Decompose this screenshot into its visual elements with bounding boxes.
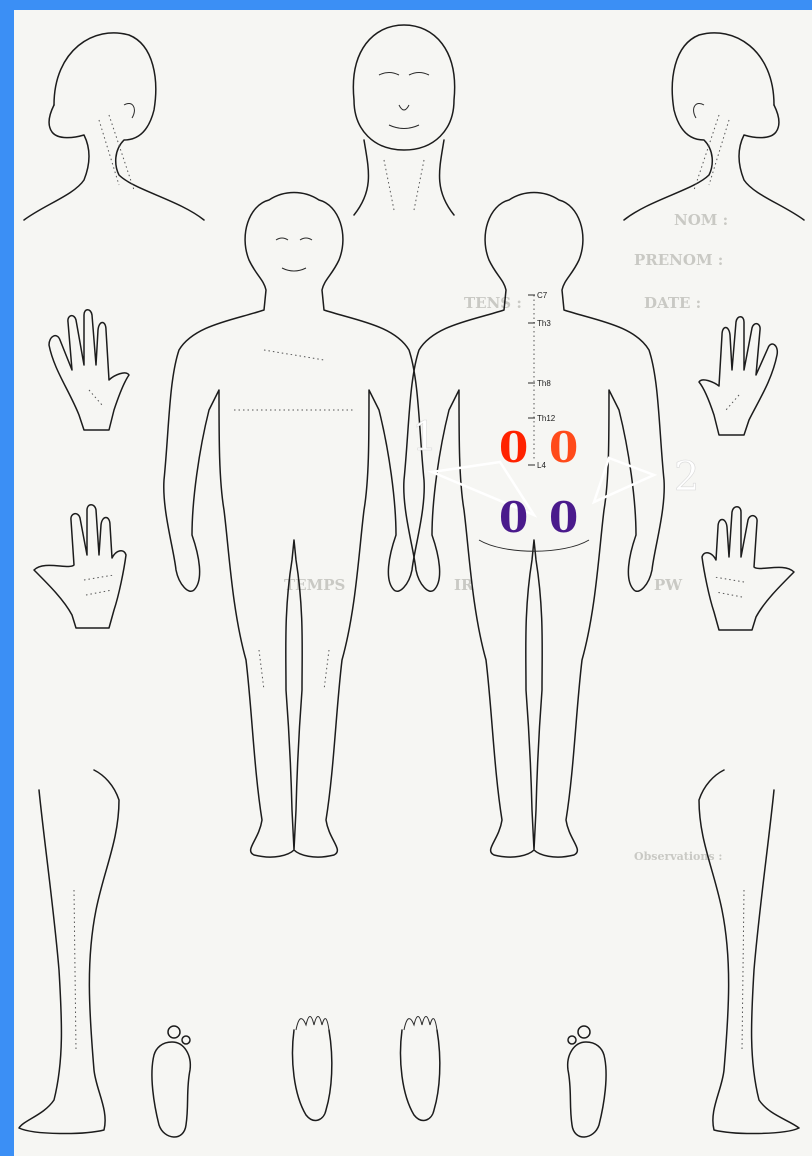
hand-lower-left	[34, 505, 126, 628]
spine-level-l4: L4	[537, 461, 546, 470]
form-pw-label: PW	[654, 576, 683, 594]
foot-top-left	[293, 1017, 332, 1121]
head-right-profile	[624, 33, 804, 220]
spine-level-c7: C7	[537, 291, 548, 300]
form-nom-label: NOM :	[674, 211, 728, 229]
form-tens-label: TENS :	[464, 294, 522, 312]
body-front-figure	[164, 193, 424, 858]
marker-purple-left: 0	[499, 493, 528, 542]
spine-level-th3: Th3	[537, 319, 551, 328]
head-front-face	[353, 25, 454, 215]
marker-red-right: 0	[549, 423, 578, 472]
label-2: 2	[674, 454, 699, 500]
foot-top-right	[401, 1017, 440, 1121]
hand-upper-right	[699, 317, 777, 435]
form-prenom-label: PRENOM :	[634, 251, 723, 269]
marker-purple-right: 0	[549, 493, 578, 542]
spine-level-th8: Th8	[537, 379, 551, 388]
hand-upper-left	[49, 310, 129, 430]
triangle-right	[594, 458, 654, 502]
foot-sole-left	[152, 1026, 190, 1137]
foot-sole-right	[568, 1026, 606, 1137]
spine-level-th12: Th12	[537, 414, 556, 423]
form-date-label: DATE :	[644, 294, 701, 312]
leg-side-right	[699, 770, 799, 1134]
marker-red-left: 0	[499, 423, 528, 472]
body-chart-sheet: NOM : PRENOM : DATE : TENS : TEMPS IR PW…	[14, 10, 812, 1156]
body-diagram: NOM : PRENOM : DATE : TENS : TEMPS IR PW…	[14, 10, 812, 1156]
body-back-figure	[404, 193, 664, 858]
leg-side-left	[19, 770, 119, 1134]
hand-lower-right	[702, 507, 794, 630]
head-left-profile	[24, 33, 204, 220]
form-temps-label: TEMPS	[284, 576, 345, 594]
label-1: 1	[412, 414, 437, 460]
